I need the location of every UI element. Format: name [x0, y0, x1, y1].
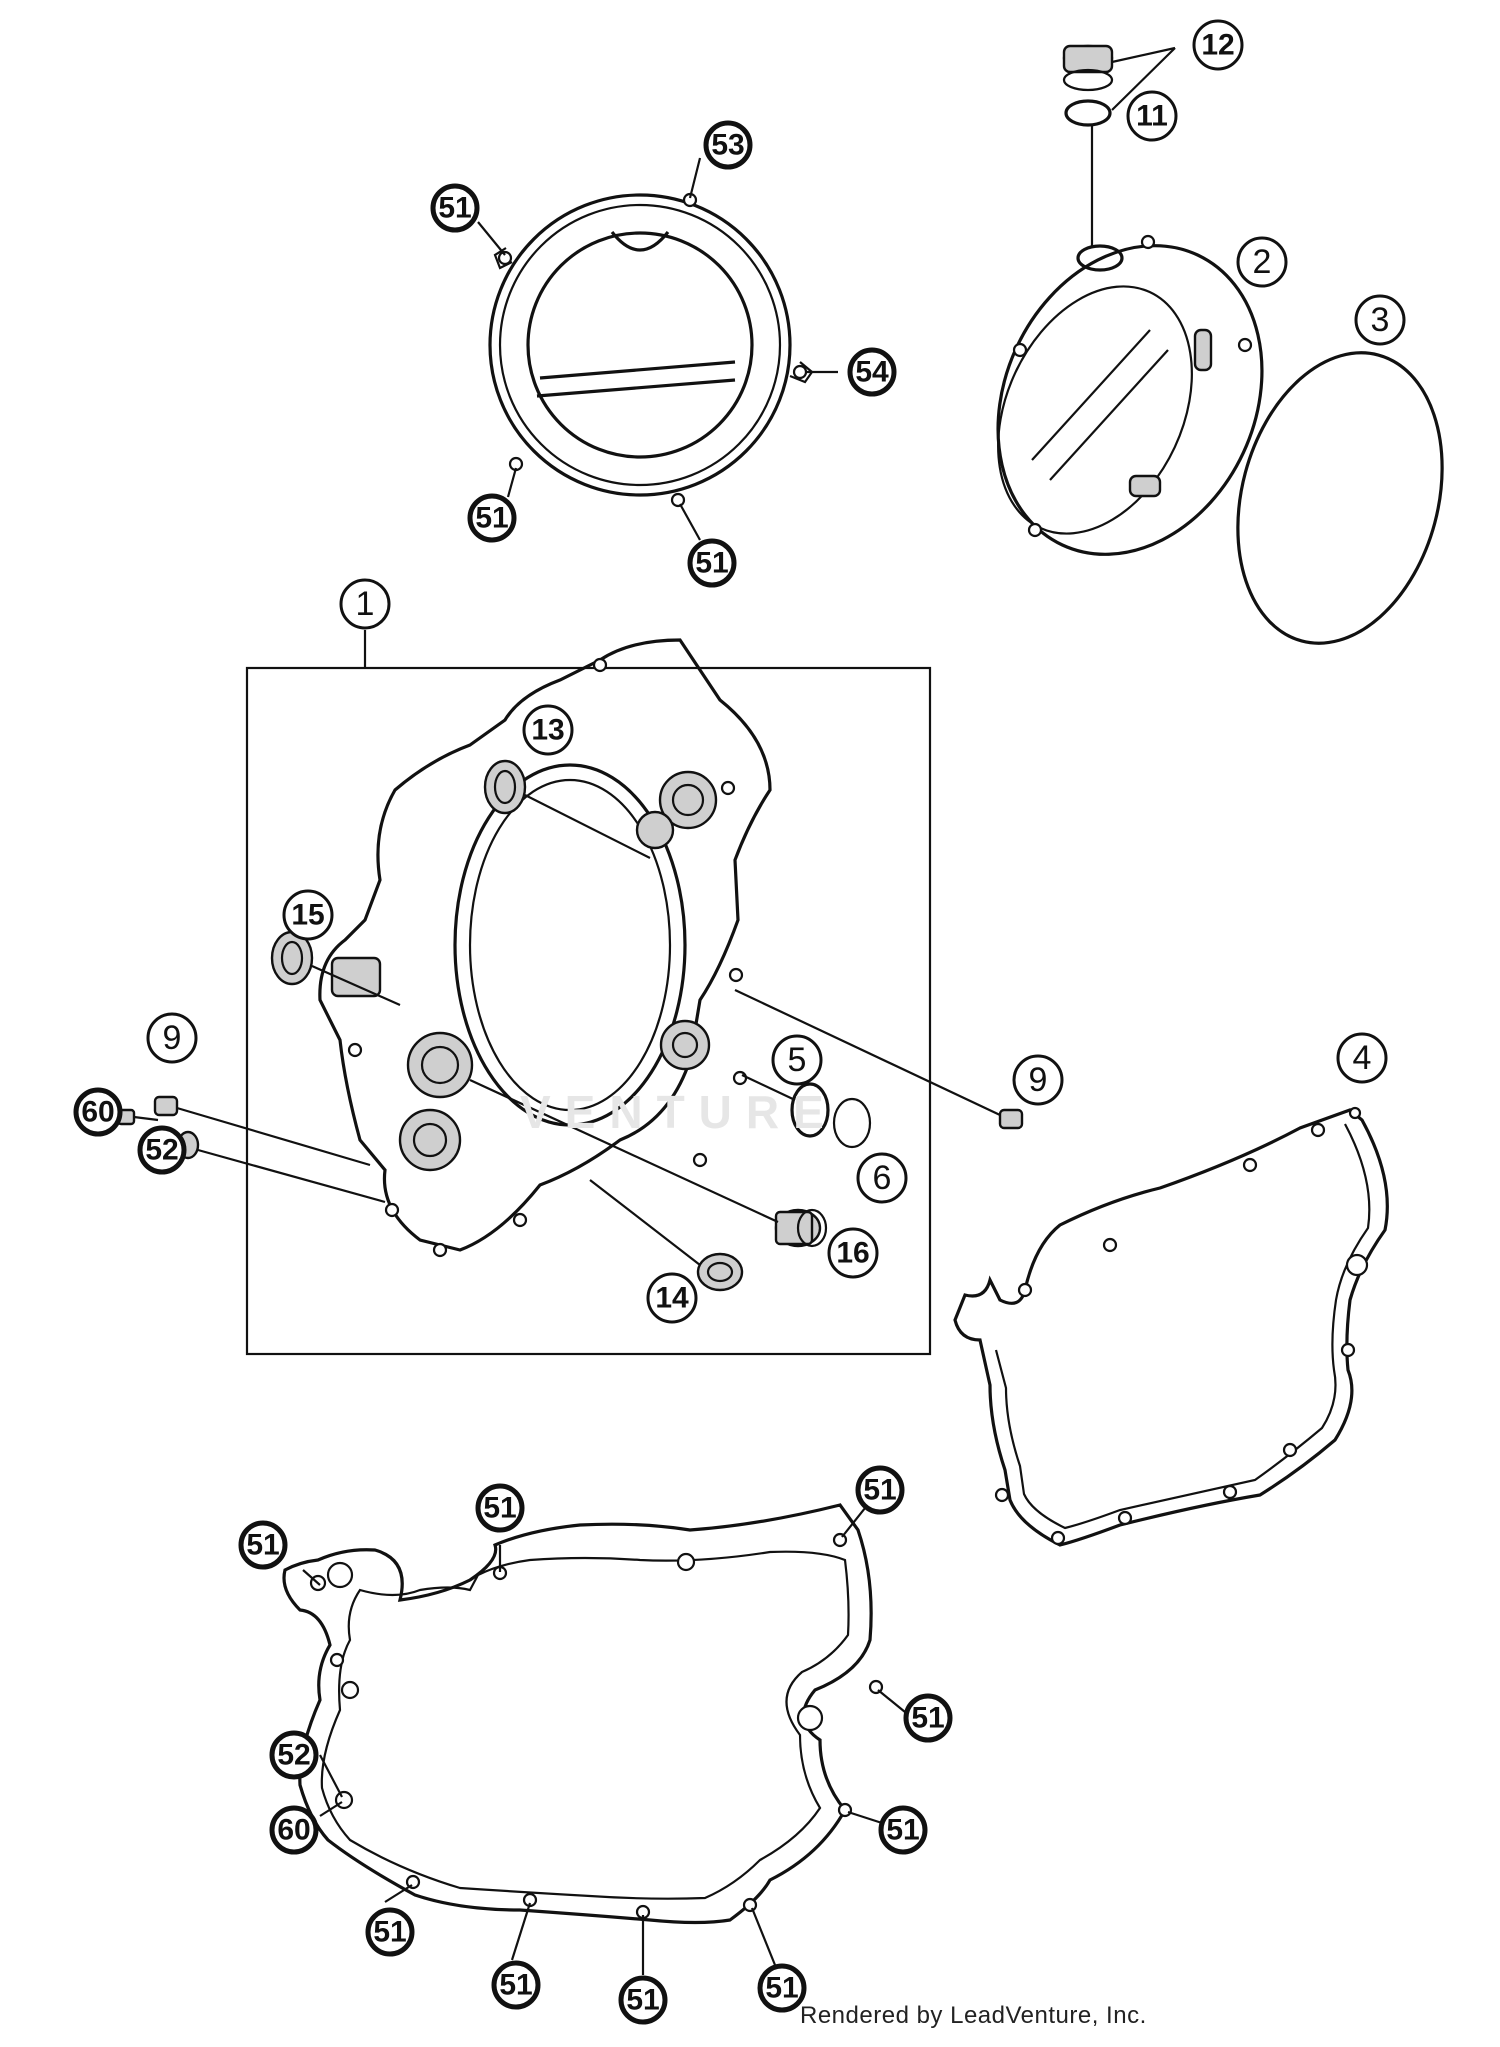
callout-60-left: 60 — [73, 1087, 123, 1137]
shaft-seal-14 — [696, 1252, 744, 1292]
callout-leaders — [302, 46, 1176, 1975]
gasket-callout-51-g-label: 51 — [499, 1969, 532, 2002]
callout-1-label: 1 — [356, 585, 375, 623]
gasket-large — [282, 1503, 884, 1925]
gasket-callout-60: 60 — [269, 1805, 319, 1855]
callout-12-label: 12 — [1201, 29, 1234, 62]
callout-6-label: 6 — [873, 1159, 892, 1197]
callout-3-label: 3 — [1371, 301, 1390, 339]
callout-54-label: 54 — [855, 356, 889, 389]
dowel-pin-right — [998, 1108, 1024, 1130]
callout-51-left-label: 51 — [475, 502, 508, 535]
gasket-callout-51-b-label: 51 — [483, 1492, 516, 1525]
callout-52-left: 52 — [137, 1125, 187, 1175]
callout-5: 5 — [771, 1034, 823, 1086]
callout-3: 3 — [1354, 294, 1406, 346]
circlip-6 — [832, 1097, 872, 1149]
callout-16: 16 — [827, 1227, 879, 1279]
callout-60-left-label: 60 — [81, 1096, 114, 1129]
callout-4-label: 4 — [1353, 1039, 1372, 1077]
gasket-callout-52-label: 52 — [277, 1739, 310, 1772]
inner-clutch-cover — [318, 638, 772, 1258]
render-credit: Rendered by LeadVenture, Inc. — [800, 2002, 1147, 2029]
gasket-callout-51-i-label: 51 — [765, 1972, 798, 2005]
gasket-4 — [953, 1106, 1389, 1547]
callout-12: 12 — [1192, 19, 1244, 71]
gasket-callout-60-label: 60 — [277, 1814, 310, 1847]
gasket-callout-51-d: 51 — [903, 1693, 953, 1743]
clutch-cover-o-ring — [1236, 351, 1444, 645]
callout-51-left: 51 — [467, 493, 517, 543]
callout-51-bottom-label: 51 — [695, 547, 728, 580]
gasket-callout-51-i: 51 — [757, 1963, 807, 2013]
needle-bearing-16 — [774, 1208, 828, 1248]
gasket-callout-52: 52 — [269, 1730, 319, 1780]
gasket-callout-51-f-label: 51 — [373, 1916, 406, 1949]
oil-filler-plug — [1062, 44, 1114, 92]
callout-2-label: 2 — [1253, 243, 1272, 281]
gasket-callout-51-f: 51 — [365, 1907, 415, 1957]
gasket-callout-51-h: 51 — [618, 1975, 668, 2025]
callout-51-top-left-label: 51 — [438, 192, 471, 225]
bolt-60 — [116, 1108, 159, 1126]
callout-52-left-label: 52 — [145, 1134, 178, 1167]
callout-15-label: 15 — [291, 899, 324, 932]
gasket-callout-51-b: 51 — [475, 1483, 525, 1533]
callout-14: 14 — [646, 1272, 698, 1324]
callout-6: 6 — [856, 1152, 908, 1204]
callout-51-bottom: 51 — [687, 538, 737, 588]
callout-1: 1 — [339, 578, 391, 630]
callout-4: 4 — [1336, 1032, 1388, 1084]
gasket-callout-51-h-label: 51 — [626, 1984, 659, 2017]
callout-11-label: 11 — [1136, 100, 1168, 133]
gasket-callout-51-c-label: 51 — [863, 1474, 896, 1507]
gasket-callout-51-a: 51 — [238, 1520, 288, 1570]
callout-11: 11 — [1126, 90, 1178, 142]
gasket-callout-51-c: 51 — [855, 1465, 905, 1515]
callout-9-left-label: 9 — [163, 1019, 182, 1057]
gasket-callout-51-g: 51 — [491, 1960, 541, 2010]
gasket-callout-51-e-label: 51 — [886, 1814, 919, 1847]
callout-15: 15 — [282, 889, 334, 941]
clutch-cover-housing — [996, 234, 1264, 556]
callout-16-label: 16 — [836, 1237, 869, 1270]
callout-53: 53 — [703, 120, 753, 170]
dowel-pin-left — [153, 1095, 179, 1117]
callout-53-label: 53 — [711, 129, 744, 162]
o-ring-small — [1064, 99, 1112, 127]
part-1-assembly-box — [245, 666, 932, 1356]
callout-2: 2 — [1236, 236, 1288, 288]
callout-13: 13 — [522, 704, 574, 756]
shaft-seal-15 — [270, 930, 314, 986]
callout-14-label: 14 — [655, 1282, 689, 1315]
callout-5-label: 5 — [788, 1041, 807, 1079]
callout-13-label: 13 — [531, 714, 564, 747]
gasket-callout-51-d-label: 51 — [911, 1702, 944, 1735]
callout-51-top-left: 51 — [430, 183, 480, 233]
callout-9-right-label: 9 — [1029, 1061, 1048, 1099]
watermark-text: VENTURE — [520, 1086, 838, 1138]
gasket-callout-51-e: 51 — [878, 1805, 928, 1855]
gasket-callout-51-a-label: 51 — [246, 1529, 279, 1562]
shaft-seal-13 — [483, 759, 527, 815]
ring-5 — [790, 1082, 830, 1138]
callout-9-left: 9 — [146, 1012, 198, 1064]
outer-clutch-cover — [488, 192, 814, 508]
callout-9-right: 9 — [1012, 1054, 1064, 1106]
callout-54: 54 — [847, 347, 897, 397]
